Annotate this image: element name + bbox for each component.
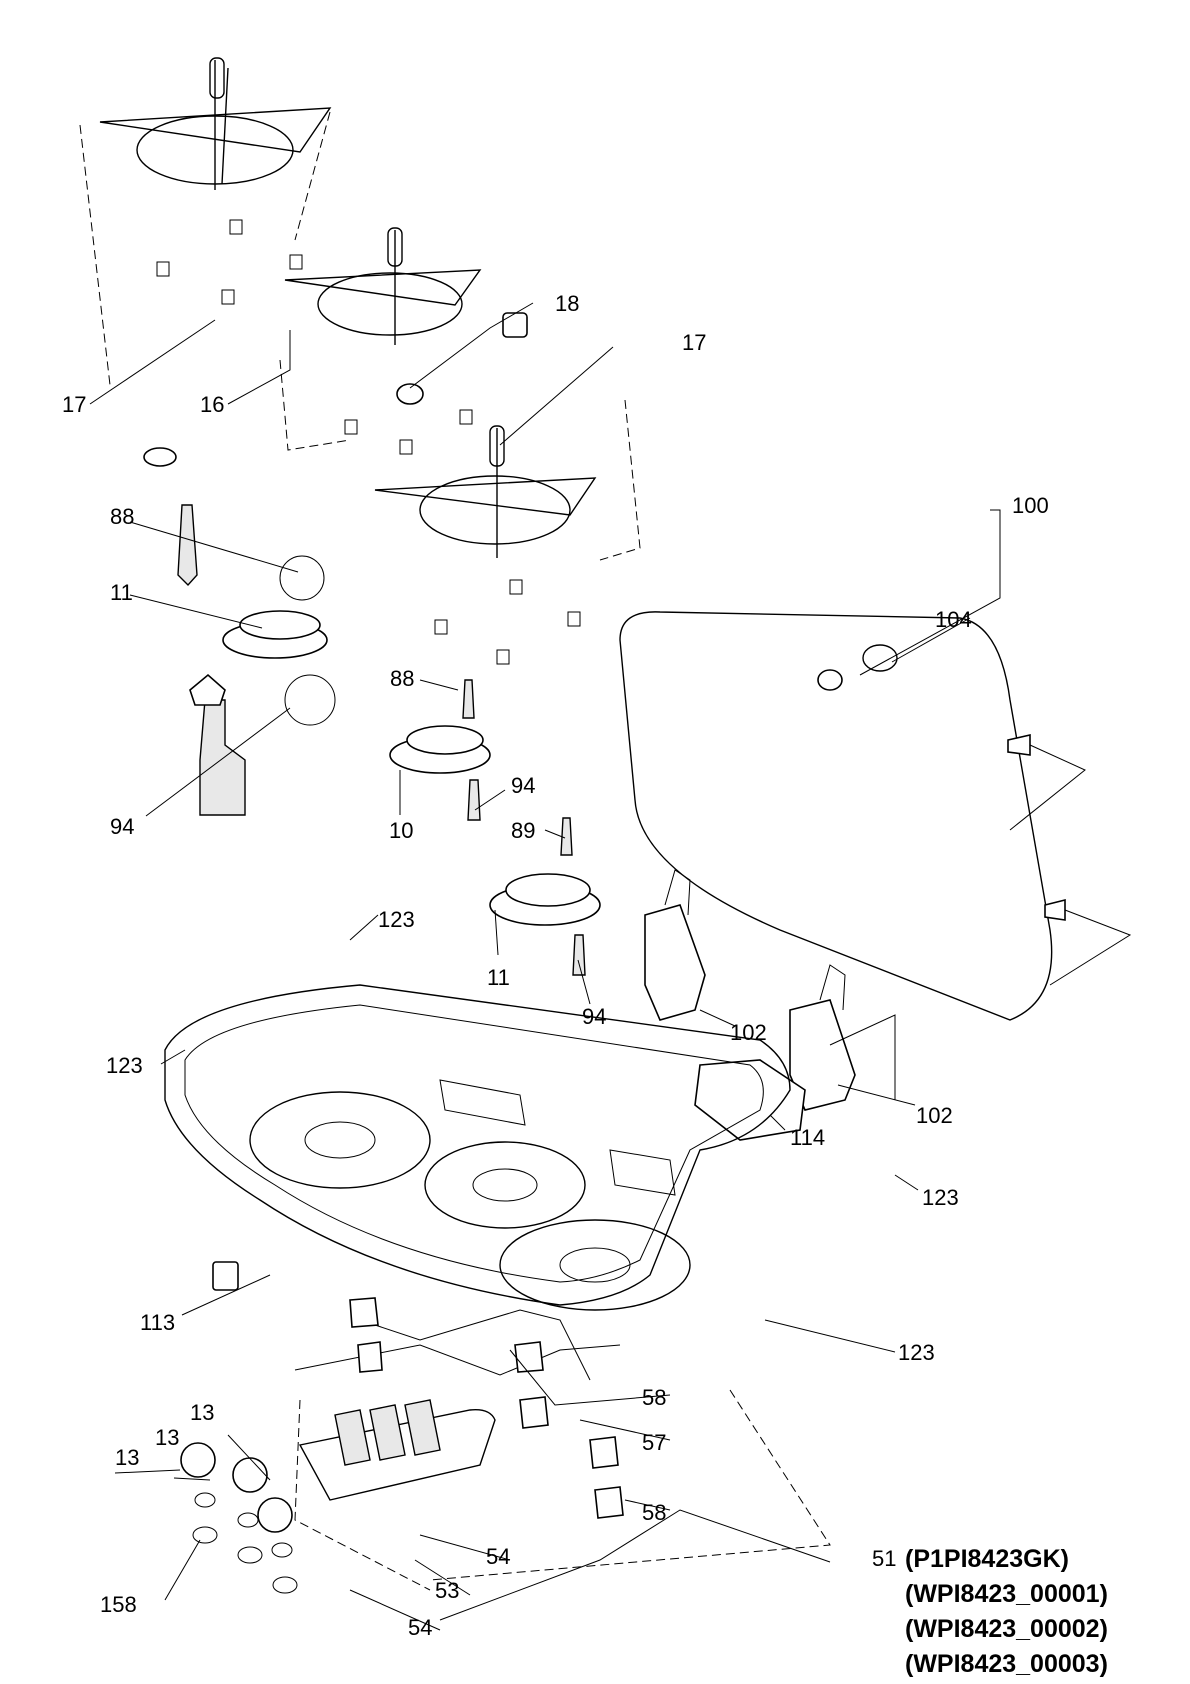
- callout: 102: [730, 1020, 767, 1045]
- callout: 88: [390, 666, 414, 691]
- part-18-cap: [396, 312, 528, 405]
- pan-support-middle: [279, 227, 482, 455]
- callout: 94: [110, 814, 134, 839]
- callout: 58: [642, 1385, 666, 1410]
- callout: 123: [898, 1340, 935, 1365]
- callout: 13: [190, 1400, 214, 1425]
- callout: 158: [100, 1592, 137, 1617]
- ignition-module: [694, 1059, 806, 1141]
- callout: 54: [408, 1615, 432, 1640]
- callout: 10: [389, 818, 413, 843]
- callout: 104: [935, 607, 972, 632]
- part-113: [212, 1261, 239, 1291]
- callout: 16: [200, 392, 224, 417]
- lid-hinge-left: [644, 869, 706, 1021]
- glass-lid: [619, 611, 1132, 1021]
- callout: 102: [916, 1103, 953, 1128]
- callout: 57: [642, 1430, 666, 1455]
- callout: 123: [922, 1185, 959, 1210]
- callout: 113: [140, 1310, 175, 1335]
- burner-front: [489, 817, 601, 976]
- callout: 18: [555, 291, 579, 316]
- base-tray: [164, 984, 791, 1311]
- model-code: (WPI8423_00001): [905, 1580, 1108, 1608]
- callout: 11: [110, 580, 133, 605]
- callout: 11: [487, 965, 510, 990]
- callout: 17: [682, 330, 706, 355]
- callout: 13: [115, 1445, 139, 1470]
- burner-rear: [143, 447, 336, 816]
- callout: 123: [106, 1053, 143, 1078]
- callout: 123: [378, 907, 415, 932]
- model-code: (P1PI8423GK): [905, 1545, 1069, 1573]
- callout: 89: [511, 818, 535, 843]
- burner-middle: [389, 679, 491, 821]
- callout: 100: [1012, 493, 1049, 518]
- callout: 94: [582, 1004, 606, 1029]
- callout: 51: [872, 1546, 896, 1571]
- callout: 53: [435, 1578, 459, 1603]
- model-code: (WPI8423_00002): [905, 1615, 1108, 1643]
- callout: 88: [110, 504, 134, 529]
- lid-hinge-right: [789, 964, 896, 1111]
- callout: 114: [790, 1125, 825, 1150]
- callout: 13: [155, 1425, 179, 1450]
- callout: 94: [511, 773, 535, 798]
- callout: 17: [62, 392, 86, 417]
- control-knobs: [180, 1442, 298, 1594]
- callout: 58: [642, 1500, 666, 1525]
- leader-lines: [89, 302, 1001, 1631]
- callout: 54: [486, 1544, 510, 1569]
- pan-support-rear: [79, 57, 332, 386]
- callout-labels: 17 16 18 17 88 11 94 88 100 104 10 94 89…: [62, 291, 1049, 1640]
- model-code: (WPI8423_00003): [905, 1650, 1108, 1678]
- assembly-brackets: [294, 1389, 831, 1591]
- pan-support-front: [374, 399, 641, 665]
- model-code-list: (P1PI8423GK) (WPI8423_00001) (WPI8423_00…: [905, 1545, 1108, 1678]
- gas-manifold: [294, 1309, 621, 1501]
